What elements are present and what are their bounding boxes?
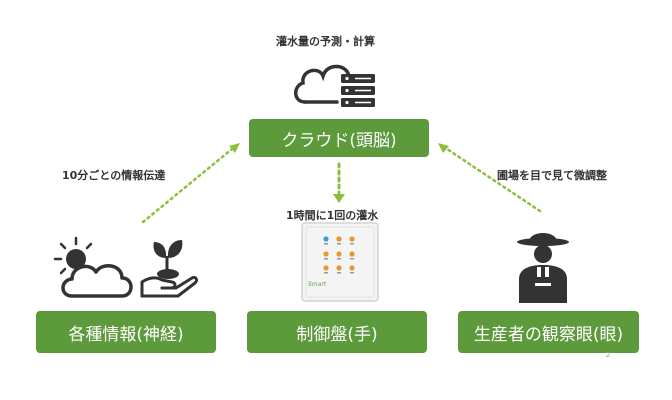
control-panel-icon: Smart <box>300 221 380 303</box>
control-box: 制御盤(手) <box>247 311 427 353</box>
info-box: 各種情報(神経) <box>36 311 216 353</box>
page-number: 2 <box>606 351 611 359</box>
right-arrow-label: 圃場を目で見て微調整 <box>497 169 607 182</box>
center-arrow-head <box>333 194 345 203</box>
top-caption: 灌水量の予測・計算 <box>276 35 375 48</box>
cloud-box: クラウド(頭脳) <box>249 119 429 157</box>
cloud-server-icon <box>294 64 375 107</box>
farmer-icon <box>517 233 569 303</box>
left-arrow-line <box>141 147 234 224</box>
seedling-hand-icon <box>140 240 198 298</box>
left-arrow-head <box>229 143 240 153</box>
left-arrow-label: 10分ごとの情報伝達 <box>62 169 166 182</box>
right-arrow-line <box>445 147 542 213</box>
device-brand-label: Smart <box>308 281 327 288</box>
center-arrow-label: 1時間に1回の灌水 <box>286 209 379 222</box>
panel-indicator-leds <box>323 236 355 271</box>
right-arrow-head <box>438 143 449 153</box>
producer-box: 生産者の観察眼(眼) <box>458 311 639 353</box>
sun-cloud-icon <box>53 236 133 298</box>
